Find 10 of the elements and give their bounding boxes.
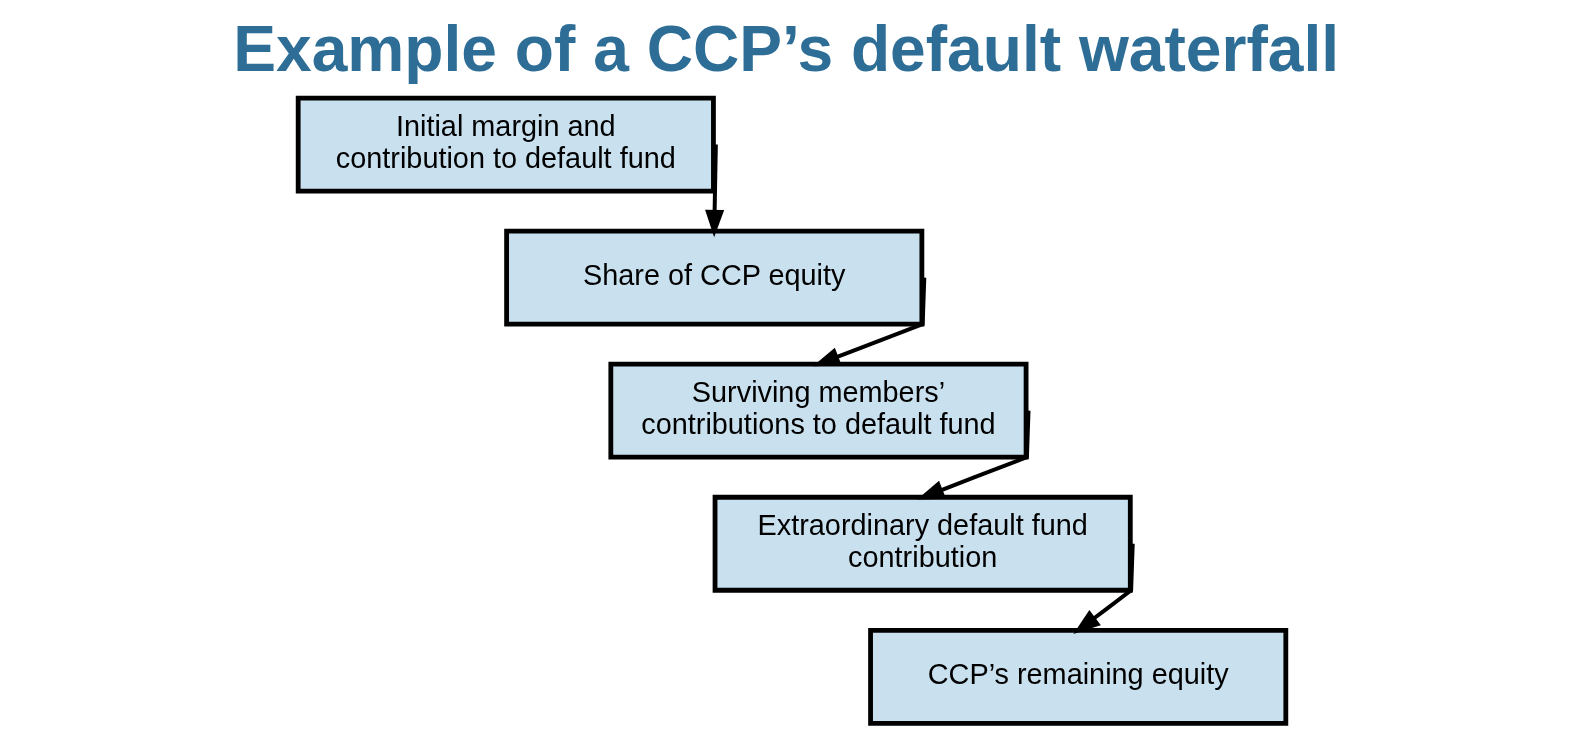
arrow (704, 144, 724, 238)
node-box: CCP’s remaining equity (867, 627, 1288, 726)
arrow (812, 277, 926, 367)
diagram-title: Example of a CCP’s default waterfall (232, 12, 1339, 85)
node-box: Extraordinary default fund contribution (712, 494, 1133, 593)
arrow (916, 410, 1030, 500)
arrow (1072, 543, 1135, 634)
node-box: Share of CCP equity (503, 228, 924, 327)
node-box: Initial margin and contribution to default fund (295, 95, 716, 194)
node-box: Surviving members’ contributions to default fund (607, 361, 1028, 460)
